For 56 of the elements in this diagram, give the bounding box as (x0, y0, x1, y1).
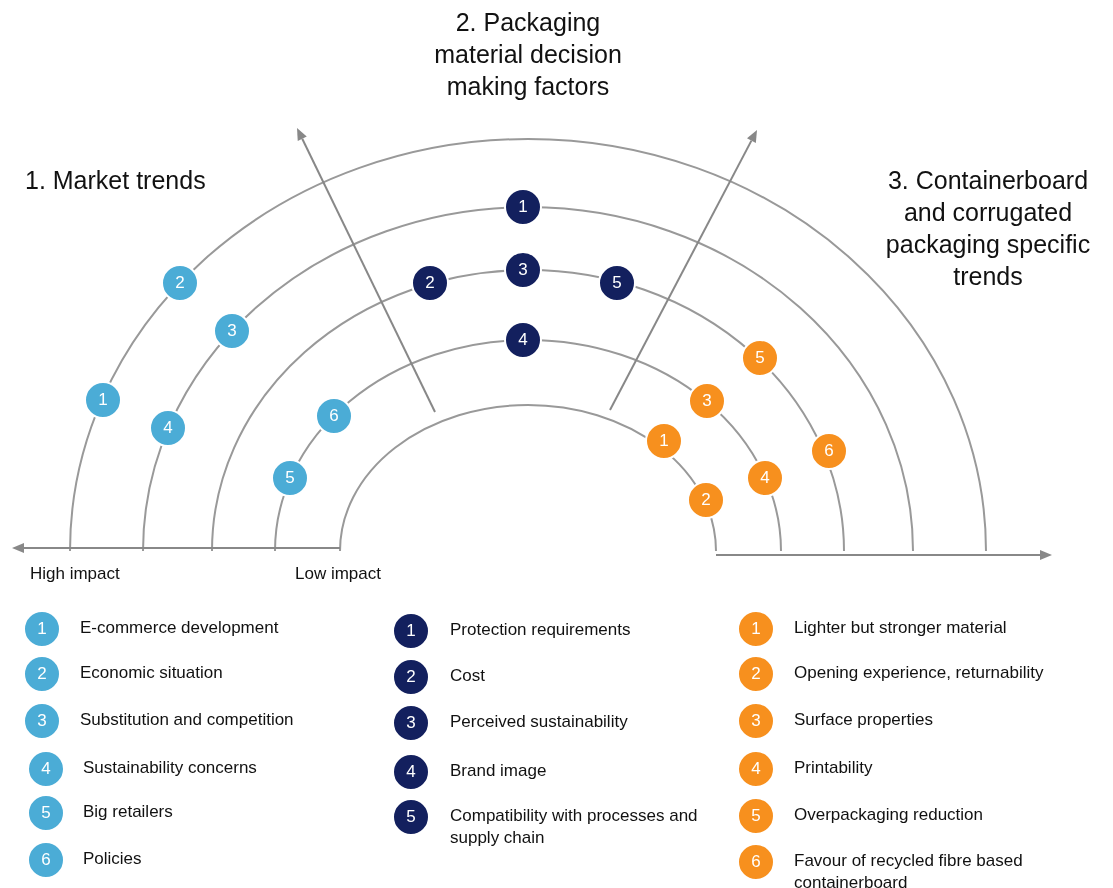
numbered-circle: 2 (392, 658, 430, 696)
legend-text: Big retailers (83, 801, 174, 823)
legend-text: Compatibility with processes and supply chain (450, 805, 699, 849)
numbered-circle: 4 (504, 321, 542, 359)
axis-label: Low impact (295, 563, 382, 585)
numbered-circle: 5 (598, 264, 636, 302)
legend-text: Brand image (450, 760, 548, 782)
legend-text: E-commerce development (80, 617, 280, 639)
numbered-circle: 5 (27, 794, 65, 832)
numbered-circle: 3 (213, 312, 251, 350)
numbered-circle: 1 (23, 610, 61, 648)
numbered-circle: 5 (271, 459, 309, 497)
legend-text: Economic situation (80, 662, 224, 684)
numbered-circle: 2 (737, 655, 775, 693)
legend-text: Printability (794, 757, 874, 779)
legend-text: Policies (83, 848, 143, 870)
axis-label: High impact (30, 563, 121, 585)
numbered-circle: 1 (737, 610, 775, 648)
numbered-circle: 5 (741, 339, 779, 377)
numbered-circle: 4 (746, 459, 784, 497)
numbered-circle: 4 (27, 750, 65, 788)
legend-text: Substitution and competition (80, 709, 295, 731)
numbered-circle: 3 (688, 382, 726, 420)
heading: 3. Containerboard and corrugated packaging specific trends (884, 165, 1092, 292)
numbered-circle: 5 (737, 797, 775, 835)
numbered-circle: 3 (504, 251, 542, 289)
legend-text: Sustainability concerns (83, 757, 258, 779)
numbered-circle: 3 (737, 702, 775, 740)
heading: 1. Market trends (25, 165, 207, 196)
numbered-circle: 6 (27, 841, 65, 879)
numbered-circle: 3 (392, 704, 430, 742)
numbered-circle: 2 (23, 655, 61, 693)
numbered-circle: 6 (810, 432, 848, 470)
heading: 2. Packaging material decision making factors (433, 7, 623, 102)
legend-text: Lighter but stronger material (794, 617, 1008, 639)
legend-text: Perceived sustainability (450, 711, 629, 733)
legend-text: Favour of recycled fibre based containerboard (794, 850, 1024, 888)
numbered-circle: 5 (392, 798, 430, 836)
numbered-circle: 1 (84, 381, 122, 419)
legend-text: Opening experience, returnability (794, 662, 1044, 684)
numbered-circle: 1 (645, 422, 683, 460)
legend-text: Surface properties (794, 709, 934, 731)
numbered-circle: 2 (411, 264, 449, 302)
numbered-circle: 4 (737, 750, 775, 788)
numbered-circle: 4 (392, 753, 430, 791)
numbered-circle: 2 (687, 481, 725, 519)
numbered-circle: 1 (392, 612, 430, 650)
numbered-circle: 3 (23, 702, 61, 740)
numbered-circle: 2 (161, 264, 199, 302)
numbered-circle: 6 (737, 843, 775, 881)
legend-text: Cost (450, 665, 486, 687)
numbered-circle: 6 (315, 397, 353, 435)
numbered-circle: 1 (504, 188, 542, 226)
numbered-circle: 4 (149, 409, 187, 447)
legend-text: Protection requirements (450, 619, 632, 641)
legend-text: Overpackaging reduction (794, 804, 984, 826)
